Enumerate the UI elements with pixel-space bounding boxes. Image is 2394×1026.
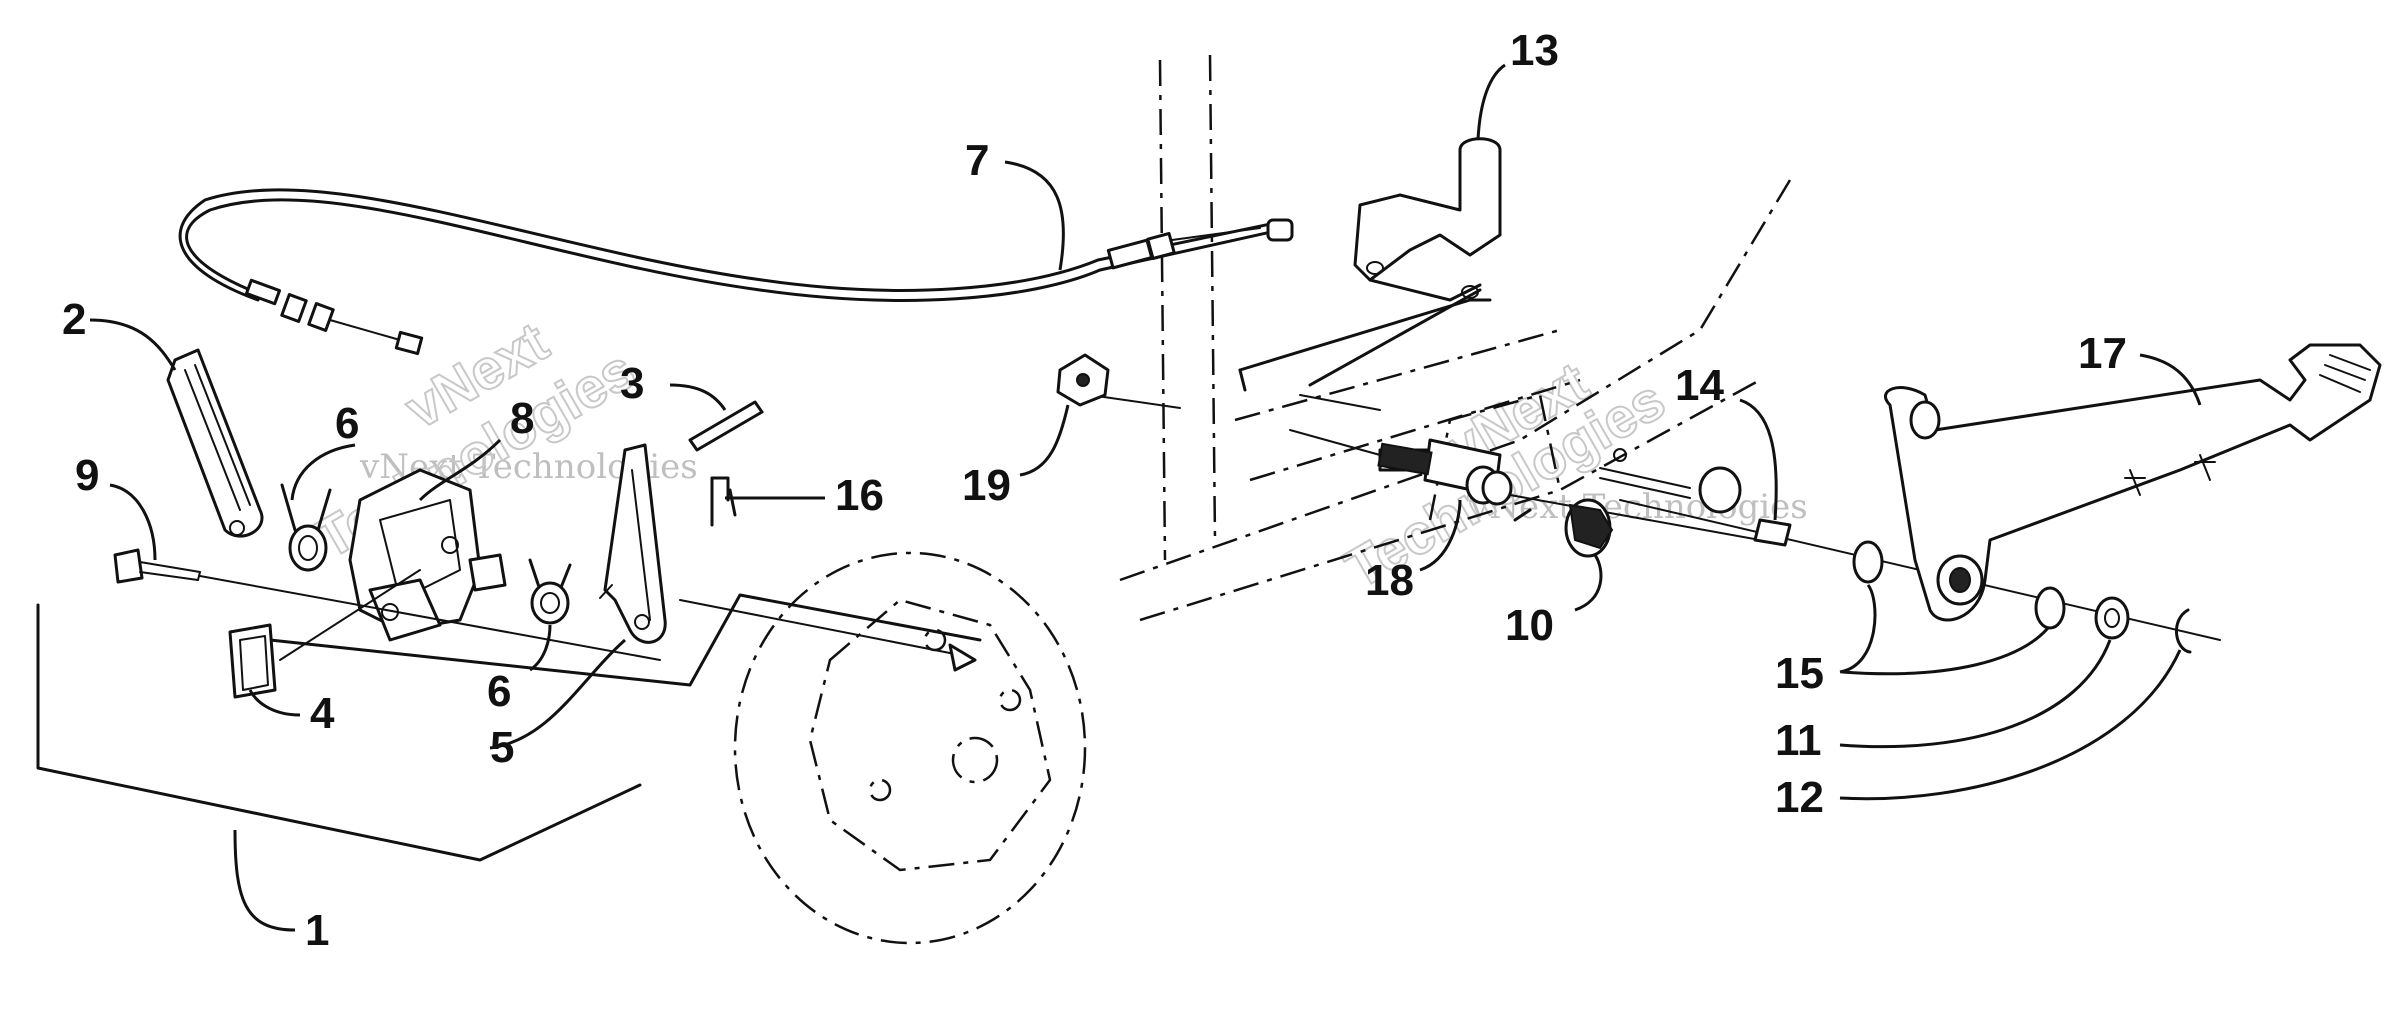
callout-6-lower: 6	[487, 667, 511, 716]
upper-mount-bracket	[1353, 137, 1502, 302]
callout-11: 11	[1775, 716, 1822, 765]
caliper-assembly	[348, 468, 507, 642]
spring-left	[280, 483, 332, 572]
callout-10: 10	[1505, 601, 1554, 650]
callout-labels: 2 6 8 3 16 9 4 6 5 1 7 19 13 14 18 10 17…	[62, 26, 2127, 955]
lever-collar	[1513, 498, 1614, 558]
callout-1: 1	[305, 906, 329, 955]
callout-5: 5	[490, 723, 514, 772]
pivot-pin	[688, 400, 764, 452]
mounting-bracket-plate	[1238, 288, 1492, 392]
callout-7: 8	[510, 394, 534, 443]
callout-2: 2	[62, 295, 86, 344]
brake-lever-arm	[166, 348, 264, 538]
spring-right	[528, 558, 572, 625]
caliper-bolt	[113, 548, 661, 661]
outer-caliper-arm	[599, 443, 667, 644]
brake-pad	[228, 623, 277, 699]
callout-9: 9	[75, 451, 99, 500]
callout-13: 13	[1510, 26, 1559, 75]
flange-nut	[1056, 353, 1110, 407]
watermark-group: vNext Technologies vNext Technologies vN…	[304, 309, 1808, 602]
wheel-hub-phantom	[733, 551, 1087, 945]
watermark-text-right: vNext Technologies	[1469, 487, 1808, 527]
leader-lines	[89, 63, 2202, 932]
retaining-clip	[710, 476, 737, 527]
callout-6-upper: 6	[335, 399, 359, 448]
brake-cable	[178, 188, 1294, 356]
washers-and-clip	[1852, 540, 2192, 654]
callout-16: 17	[2078, 329, 2127, 378]
callout-17: 16	[835, 471, 884, 520]
callout-19: 19	[962, 461, 1011, 510]
callout-12: 12	[1775, 773, 1824, 822]
brake-pedal	[1884, 343, 2382, 622]
cable-adjuster	[1377, 438, 1761, 541]
callout-14: 14	[1675, 361, 1724, 410]
base-bracket-outline	[36, 593, 982, 862]
callout-15: 15	[1775, 649, 1824, 698]
callout-3: 3	[620, 359, 644, 408]
callout-18: 18	[1365, 556, 1414, 605]
pivot-bolt	[1599, 448, 1792, 547]
callout-4: 4	[310, 689, 335, 738]
callout-8: 7	[965, 136, 989, 185]
